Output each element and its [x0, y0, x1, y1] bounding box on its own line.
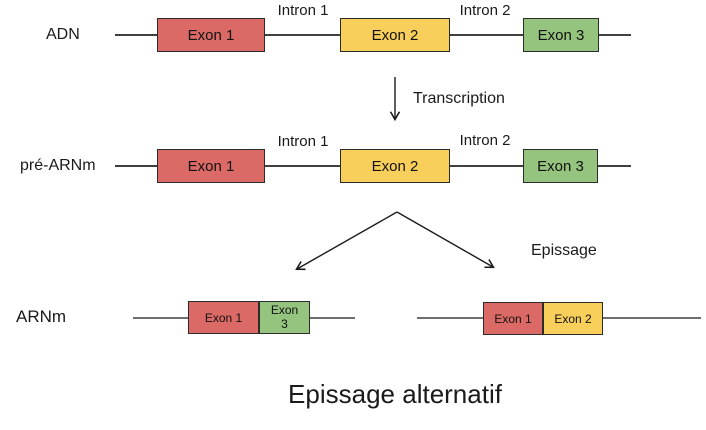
- transcription-label: Transcription: [413, 90, 505, 107]
- adn-exon1-box: Exon 1: [157, 18, 265, 52]
- pre-arnm-exon3-label: Exon 3: [537, 157, 584, 175]
- pre-arnm-intron2-label: Intron 2: [459, 132, 511, 149]
- arnm-right-exon1-box: Exon 1: [483, 302, 543, 335]
- arnm-right-exon1-label: Exon 1: [494, 311, 532, 326]
- pre-arnm-intron1-label: Intron 1: [277, 133, 329, 150]
- arnm-left-exon3-label-line1: Exon: [270, 303, 299, 318]
- adn-exon3-label: Exon 3: [537, 26, 585, 44]
- arnm-right-exon2-label: Exon 2: [554, 311, 592, 326]
- adn-exon3-box: Exon 3: [523, 18, 599, 52]
- adn-intron1-label: Intron 1: [277, 2, 329, 19]
- pre-arnm-exon1-label: Exon 1: [187, 157, 235, 175]
- pre-arnm-exon1-box: Exon 1: [157, 149, 265, 183]
- pre-arnm-row-label: pré-ARNm: [20, 157, 96, 174]
- adn-intron2-label: Intron 2: [459, 2, 511, 19]
- adn-exon1-label: Exon 1: [187, 26, 235, 44]
- diagram-title: Epissage alternatif: [288, 379, 502, 409]
- epissage-label: Epissage: [531, 242, 597, 259]
- arnm-left-exon1-box: Exon 1: [188, 301, 259, 334]
- pre-arnm-exon2-box: Exon 2: [340, 149, 450, 183]
- arnm-right-exon2-box: Exon 2: [543, 302, 603, 335]
- arnm-row-label: ARNm: [16, 307, 67, 326]
- splice-arrow-left: [295, 211, 398, 271]
- pre-arnm-exon3-box: Exon 3: [523, 149, 598, 183]
- splice-arrow-right: [396, 211, 495, 269]
- adn-row-label: ADN: [46, 26, 80, 43]
- adn-exon2-label: Exon 2: [371, 26, 419, 44]
- arnm-left-exon1-label: Exon 1: [204, 310, 243, 325]
- adn-exon2-box: Exon 2: [340, 18, 450, 52]
- pre-arnm-exon2-label: Exon 2: [371, 157, 419, 175]
- arnm-left-exon3-label-line2: 3: [281, 316, 288, 331]
- arnm-left-exon3-box: Exon 3: [259, 301, 310, 334]
